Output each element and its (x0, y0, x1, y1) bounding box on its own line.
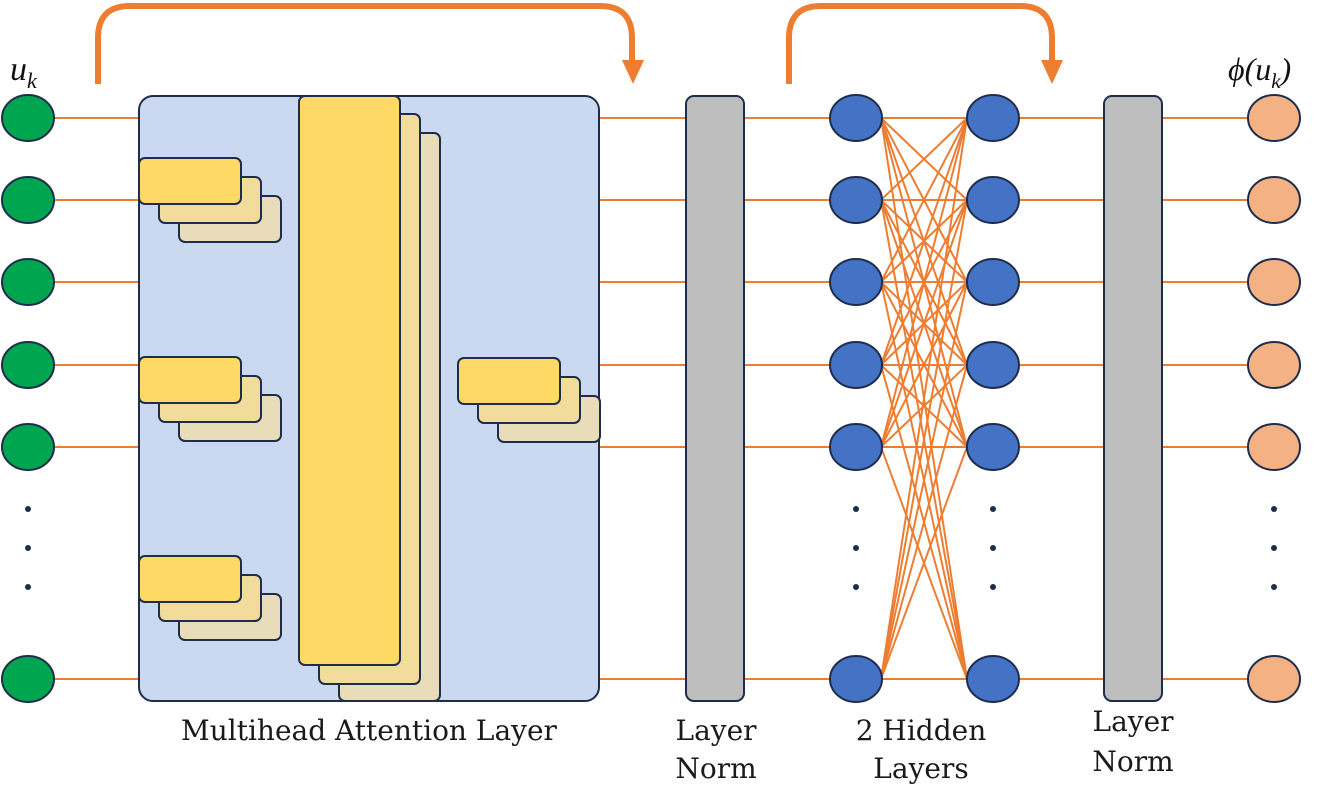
hidden-connection (880, 117, 968, 366)
ellipsis-dot (990, 506, 996, 512)
connection-lines (54, 117, 1248, 680)
residual-arrow-feedforward (786, 3, 1055, 84)
output-label: ϕ(uk) (1228, 51, 1291, 93)
attention-block-front (298, 95, 401, 666)
hidden-connection (880, 117, 968, 680)
hidden-layers-label-line1: 2 Hidden (856, 714, 987, 747)
hidden-connection (880, 117, 968, 201)
hidden-node-layer2 (966, 423, 1020, 471)
output-projection-stack-front (457, 357, 561, 405)
ellipsis-dot (25, 545, 31, 551)
layer-norm-1-label-line2: Norm (675, 752, 756, 785)
hidden-node-layer1 (829, 94, 883, 142)
hidden-connection (880, 117, 968, 448)
ellipsis-dot (1271, 584, 1277, 590)
hidden-node-layer2 (966, 341, 1020, 389)
ellipsis-dot (853, 545, 859, 551)
input-node (1, 94, 55, 142)
ellipsis-dot (1271, 545, 1277, 551)
layer-norm-2-label-line2: Norm (1092, 745, 1173, 778)
hidden-node-layer2 (966, 94, 1020, 142)
input-label: uk (10, 51, 38, 93)
output-node (1247, 341, 1301, 389)
hidden-connection (880, 117, 968, 283)
layer-norm-bar-2 (1103, 95, 1163, 702)
input-node (1, 258, 55, 306)
layer-norm-1-label-line1: Layer (675, 714, 757, 747)
output-node (1247, 423, 1301, 471)
output-node (1247, 258, 1301, 306)
hidden-node-layer1 (829, 655, 883, 703)
ellipsis-dot (853, 506, 859, 512)
hidden-node-layer1 (829, 258, 883, 306)
hidden-connection (880, 364, 968, 448)
value-head-stack-front (138, 555, 242, 603)
ellipsis-dot (25, 506, 31, 512)
hidden-node-layer1 (829, 176, 883, 224)
hidden-connection (880, 281, 968, 448)
ellipsis-dot (1271, 506, 1277, 512)
hidden-connection (880, 199, 968, 680)
ellipsis-dots (25, 506, 1277, 590)
query-head-stack-front (138, 157, 242, 205)
input-node (1, 655, 55, 703)
residual-arrow-attention (95, 3, 635, 84)
ellipsis-dot (853, 584, 859, 590)
ellipsis-dot (25, 584, 31, 590)
layer-norm-2-label-line1: Layer (1092, 705, 1174, 738)
hidden-node-layer2 (966, 655, 1020, 703)
input-node (1, 341, 55, 389)
hidden-node-layer2 (966, 176, 1020, 224)
output-node (1247, 655, 1301, 703)
key-head-stack-front (138, 356, 242, 404)
hidden-node-layer2 (966, 258, 1020, 306)
hidden-layer-connections (880, 117, 968, 680)
input-node (1, 176, 55, 224)
hidden-connection (880, 281, 968, 680)
hidden-connection (880, 446, 968, 680)
output-node (1247, 94, 1301, 142)
neuron-nodes (1, 94, 1301, 703)
hidden-layers-label-line2: Layers (873, 752, 968, 785)
ellipsis-dot (990, 584, 996, 590)
input-node (1, 423, 55, 471)
hidden-connection (880, 199, 968, 448)
layer-norm-bar-1 (685, 95, 745, 702)
hidden-connection (880, 364, 968, 680)
hidden-node-layer1 (829, 423, 883, 471)
attention-layer-label: Multihead Attention Layer (181, 714, 557, 747)
residual-arrow-feedforward-head (1041, 60, 1063, 84)
output-node (1247, 176, 1301, 224)
ellipsis-dot (990, 545, 996, 551)
hidden-node-layer1 (829, 341, 883, 389)
residual-arrow-attention-head (622, 60, 644, 84)
attention-heads (138, 95, 601, 702)
